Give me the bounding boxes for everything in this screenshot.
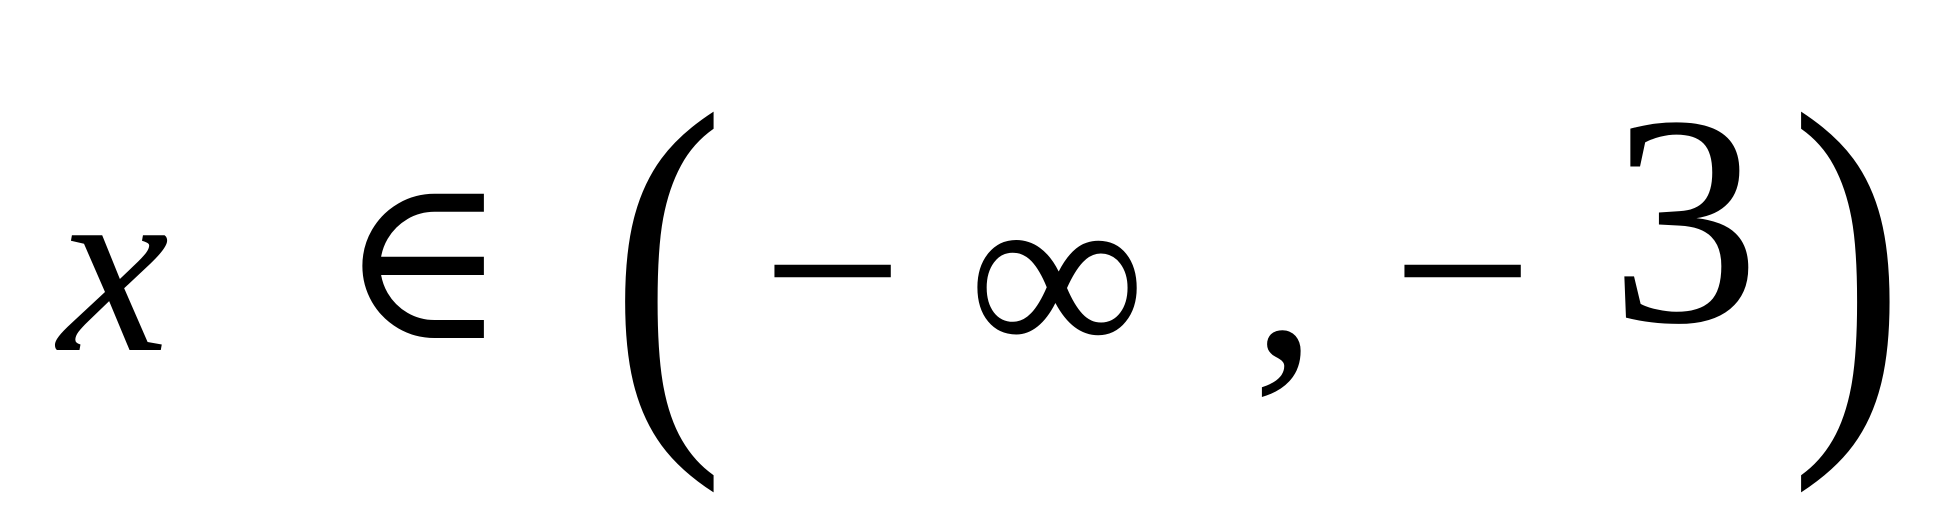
close-parenthesis: ) <box>1790 29 1905 494</box>
infinity-symbol: ∞ <box>968 138 1147 415</box>
minus-sign-lower: − <box>762 132 903 409</box>
variable-x: x <box>58 128 169 405</box>
upper-bound-number: 3 <box>1610 54 1760 386</box>
minus-sign-upper: − <box>1392 132 1533 409</box>
element-of-symbol: ∈ <box>338 133 509 388</box>
open-parenthesis: ( <box>610 29 725 494</box>
comma-separator: , <box>1252 126 1317 414</box>
